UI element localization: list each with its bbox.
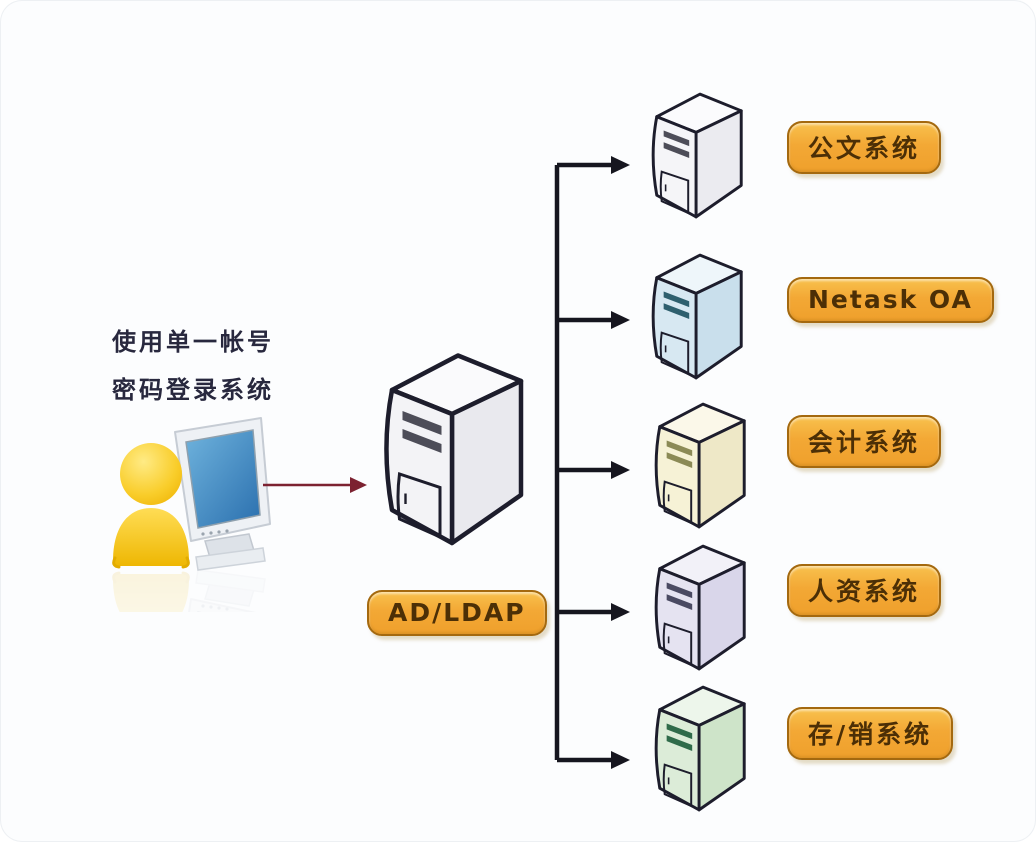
user-to-server-arrow	[263, 477, 367, 493]
connector-tree	[554, 156, 630, 769]
adldap-server-icon	[384, 353, 524, 546]
system-label-netask: Netask OA	[787, 277, 994, 323]
user-with-monitor-icon	[111, 417, 272, 612]
server-icon-kuaiji	[654, 402, 746, 529]
server-icon-netask	[651, 253, 743, 380]
user-caption-line1: 使用单一帐号	[112, 328, 274, 356]
system-label-gongwen: 公文系统	[787, 121, 942, 174]
system-label-text: 人资系统	[808, 577, 921, 606]
system-label-text: 公文系统	[808, 134, 921, 163]
adldap-label-text: AD/LDAP	[388, 598, 526, 627]
system-label-kuaiji: 会计系统	[787, 415, 942, 468]
system-label-cunxiao: 存/销系统	[787, 707, 954, 760]
person-icon	[112, 443, 190, 569]
monitor-icon	[174, 417, 271, 571]
reflection	[111, 568, 272, 612]
server-icon-cunxiao	[654, 685, 746, 812]
adldap-label: AD/LDAP	[367, 590, 547, 636]
server-icon-renzi	[654, 544, 746, 671]
user-caption-line2: 密码登录系统	[112, 376, 274, 404]
system-label-text: 存/销系统	[808, 720, 933, 749]
system-label-text: Netask OA	[808, 285, 973, 314]
system-label-text: 会计系统	[808, 428, 921, 457]
system-label-renzi: 人资系统	[787, 564, 942, 617]
user-caption: 使用单一帐号 密码登录系统	[112, 318, 274, 414]
server-icon-gongwen	[651, 92, 743, 219]
